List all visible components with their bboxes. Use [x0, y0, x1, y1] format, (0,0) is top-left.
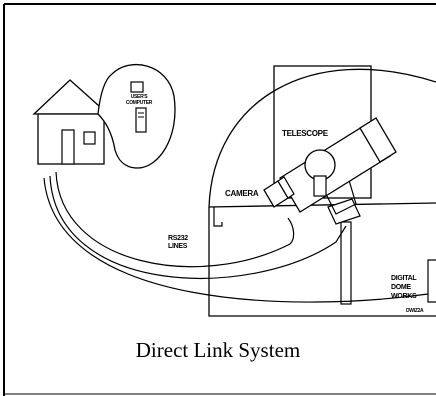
monitor-icon [130, 81, 144, 93]
camera-adapter [277, 176, 295, 199]
fork-neck [313, 175, 327, 197]
mount-head [327, 198, 361, 225]
cable-telescope [49, 175, 347, 279]
drawing-code: DWIZ2A [406, 308, 424, 314]
rs232-label-1: RS232 [168, 235, 188, 242]
mount-fork [317, 169, 357, 215]
controller-box [427, 259, 436, 303]
wall-bracket [213, 207, 223, 227]
diagram-caption: Direct Link System [135, 338, 301, 362]
telescope-front-cell [359, 117, 397, 163]
controller-label-2: DOME [391, 284, 411, 291]
building-outline [208, 207, 436, 317]
camera-label: CAMERA [225, 189, 259, 198]
house-door [61, 129, 75, 165]
house-window [83, 131, 96, 145]
telescope-pier [340, 221, 352, 305]
controller-label-3: WORKS [391, 293, 417, 300]
telescope-label: TELESCOPE [282, 129, 329, 138]
cable-dome [43, 177, 429, 303]
dome-outline [208, 68, 436, 208]
cable-camera [55, 171, 295, 268]
pc-tower-icon [135, 107, 147, 133]
user-computer-label-2: COMPUTER [126, 100, 153, 106]
rs232-label-2: LINES [168, 243, 188, 250]
user-computer-label-1: USER'S [131, 94, 149, 100]
house-roof [32, 79, 110, 115]
floor-line [208, 202, 436, 208]
controller-label-1: DIGITAL [391, 275, 417, 282]
